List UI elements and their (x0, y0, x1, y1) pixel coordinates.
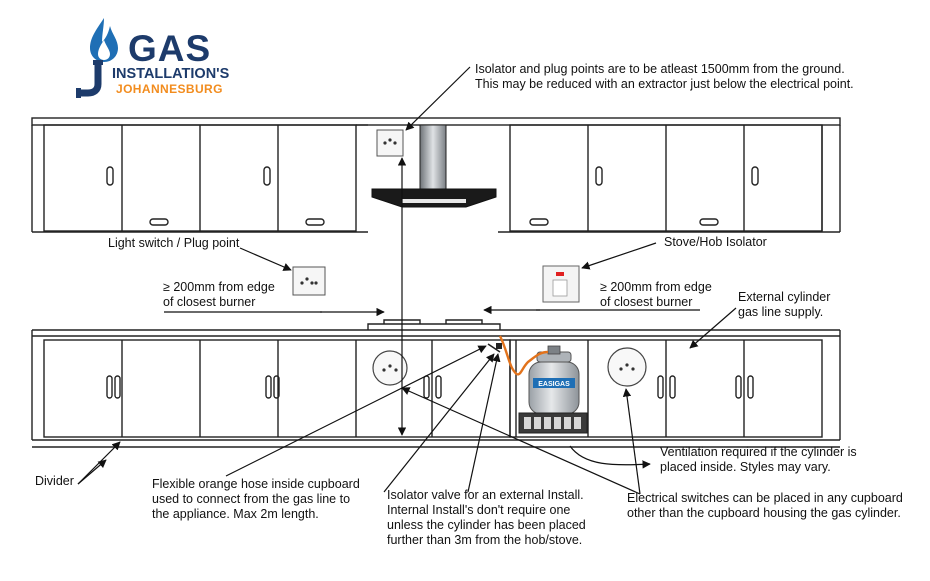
isolator-valve (487, 343, 502, 353)
gas-cylinder: EASIGAS (528, 345, 580, 415)
label-isolator-height: Isolator and plug points are to be atlea… (475, 62, 854, 91)
label-clearance-left: ≥ 200mm from edge of closest burner (163, 280, 275, 309)
upper-cabinets (31, 117, 841, 233)
annotation-arrows (77, 66, 737, 495)
label-stove-isolator: Stove/Hob Isolator (664, 235, 767, 249)
cupboard-socket-right (607, 347, 647, 387)
logo-title: GAS (128, 28, 212, 69)
label-flexible-hose: Flexible orange hose inside cupboard use… (152, 477, 360, 521)
label-divider: Divider (35, 474, 74, 488)
label-electrical-switches: Electrical switches can be placed in any… (627, 491, 903, 520)
cylinder-brand-label: EASIGAS (538, 381, 570, 388)
plug-point-upper (376, 129, 404, 157)
logo-flame-icon (90, 18, 118, 62)
plug-point-left (292, 266, 326, 296)
worktop (31, 319, 841, 440)
label-clearance-right: ≥ 200mm from edge of closest burner (600, 280, 712, 309)
label-isolator-valve: Isolator valve for an external Install. … (387, 488, 586, 547)
logo-subtitle: INSTALLATION'S (112, 66, 230, 82)
flexible-orange-hose (498, 335, 549, 376)
label-light-switch: Light switch / Plug point (108, 236, 240, 250)
base-cabinets (32, 339, 840, 448)
logo-pipe-icon (76, 60, 103, 98)
ventilation-grille (518, 412, 588, 434)
logo-city: JOHANNESBURG (116, 82, 223, 96)
label-external-cylinder: External cylinder gas line supply. (738, 290, 831, 319)
stove-isolator-switch (542, 265, 580, 303)
label-ventilation: Ventilation required if the cylinder is … (660, 445, 857, 474)
